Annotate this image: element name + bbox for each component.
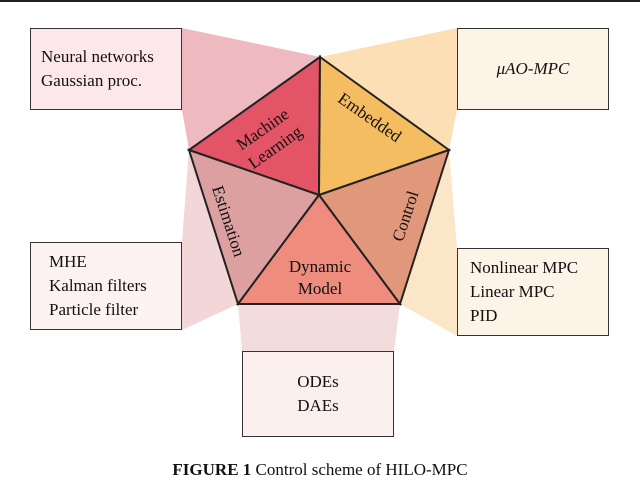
pentagon-diagram: Machine Learning Embedded Control Estima… [182, 28, 457, 351]
caption-text: Control scheme of HILO-MPC [255, 460, 468, 479]
box-ml-item: Gaussian proc. [41, 71, 143, 90]
box-control: Nonlinear MPC Linear MPC PID [457, 248, 609, 336]
funnel-embedded [320, 28, 457, 150]
caption-label: FIGURE 1 [172, 460, 252, 479]
box-control-item: PID [470, 306, 498, 325]
box-dynamic-model: ODEs DAEs [242, 351, 394, 437]
box-estimation: MHE Kalman filters Particle filter [30, 242, 182, 330]
box-embedded: μAO-MPC [457, 28, 609, 110]
box-control-item: Nonlinear MPC [470, 258, 579, 277]
segment-dynamic-model [236, 193, 402, 305]
box-estimation-item: MHE [49, 252, 87, 271]
funnel-estimation [182, 150, 238, 330]
box-embedded-item: μAO-MPC [496, 59, 570, 78]
box-model-item: DAEs [297, 396, 339, 415]
box-control-item: Linear MPC [470, 282, 555, 301]
box-model-item: ODEs [297, 372, 339, 391]
funnel-machine-learning [182, 28, 320, 150]
label-dynamic-model-line-2: Model [298, 279, 343, 298]
funnel-control [400, 150, 457, 336]
box-ml-item: Neural networks [41, 47, 154, 66]
box-estimation-item: Particle filter [49, 300, 139, 319]
label-dynamic-model-line-1: Dynamic [289, 257, 352, 276]
box-estimation-item: Kalman filters [49, 276, 147, 295]
funnel-dynamic-model [238, 304, 400, 351]
top-rule [0, 0, 640, 2]
box-machine-learning: Neural networks Gaussian proc. [30, 28, 182, 110]
figure-caption: FIGURE 1 Control scheme of HILO-MPC [0, 458, 640, 482]
